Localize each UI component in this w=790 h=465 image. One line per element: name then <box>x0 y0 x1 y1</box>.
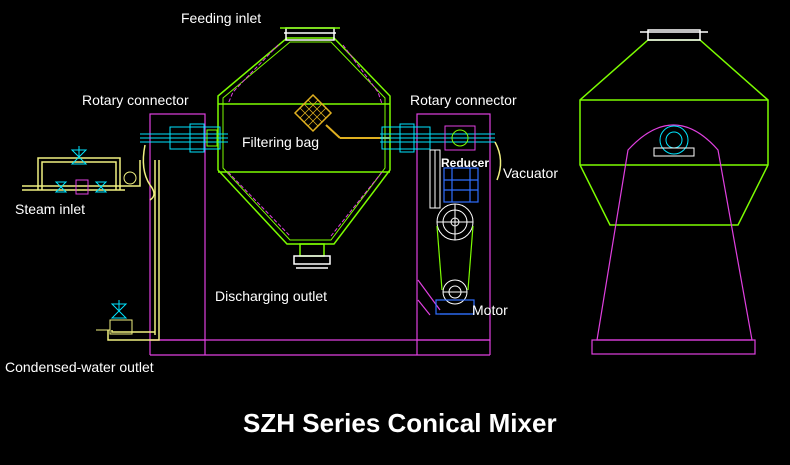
drive-belt <box>436 225 474 291</box>
motor-pulley <box>442 279 468 305</box>
vacuator-handle <box>494 141 502 181</box>
label-motor: Motor <box>472 302 508 318</box>
drive-pulley <box>436 203 474 241</box>
label-vacuator: Vacuator <box>503 165 558 181</box>
label-reducer: Reducer <box>441 156 490 170</box>
side-view-stand <box>591 124 756 355</box>
side-view-bearing <box>653 125 695 157</box>
label-filtering-bag: Filtering bag <box>242 134 320 150</box>
left-handle <box>142 144 155 201</box>
side-view-vessel <box>579 29 769 226</box>
condensed-water-trap <box>96 300 133 335</box>
label-rotary-connector-right: Rotary connector <box>410 92 517 108</box>
left-frame <box>149 113 491 356</box>
label-discharging-outlet: Discharging outlet <box>215 288 328 304</box>
label-condensed-water-outlet: Condensed-water outlet <box>5 359 154 375</box>
steam-valves <box>54 146 137 195</box>
label-rotary-connector-left: Rotary connector <box>82 92 189 108</box>
steam-piping <box>22 157 160 341</box>
label-steam-inlet: Steam inlet <box>15 201 86 217</box>
left-rotary-connector <box>140 123 228 153</box>
label-feeding-inlet: Feeding inlet <box>181 10 262 26</box>
motor <box>435 299 475 315</box>
filtering-bag <box>293 93 390 139</box>
diagram-title: SZH Series Conical Mixer <box>243 408 557 438</box>
drive-gearbox <box>443 167 479 203</box>
right-rotary-connector <box>380 123 495 153</box>
vessel-jacket <box>227 44 383 237</box>
reducer <box>429 149 441 209</box>
